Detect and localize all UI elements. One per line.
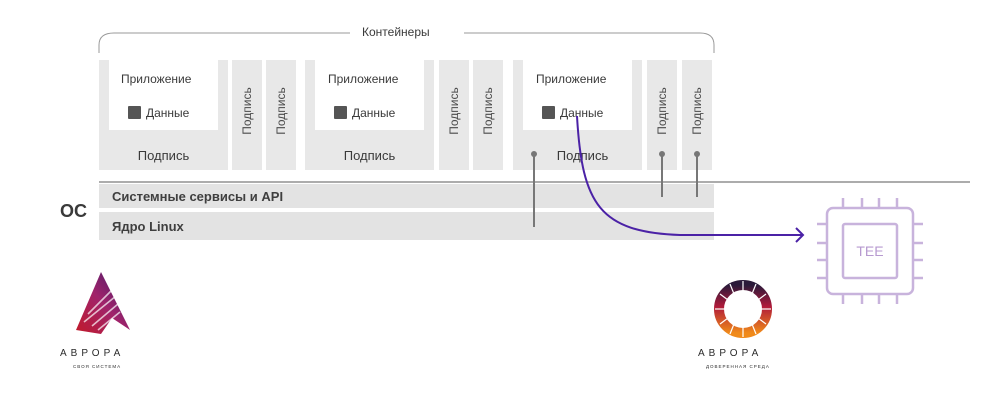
system-services-label: Системные сервисы и API [112,189,284,204]
tee-label: TEE [856,243,884,259]
aurora-wordmark: АВРОРА [698,348,763,359]
data-label: Данные [352,106,396,120]
side-signature-block [439,60,469,170]
os-label: ОС [60,201,87,221]
system-services-bar [99,184,714,208]
aurora-triangle-logo-icon [76,272,130,334]
app-area [315,60,424,130]
containers-label: Контейнеры [362,25,430,39]
tee-chip-icon [817,198,923,304]
app-label: Приложение [536,72,607,86]
signature-label: Подпись [137,148,190,163]
signature-label: Подпись [343,148,396,163]
app-area [109,60,218,130]
aurora-ring-logo-icon [714,280,772,338]
data-square-icon [334,106,347,119]
data-label: Данные [560,106,604,120]
linux-kernel-bar [99,212,714,240]
side-signature-block [473,60,503,170]
data-label: Данные [146,106,190,120]
data-item: Данные [334,106,395,120]
data-to-tee-arrow [576,115,803,236]
aurora-wordmark: АВРОРА [60,348,125,359]
aurora-tagline: своя система [73,364,122,369]
app-label: Приложение [328,72,399,86]
side-signature-block [266,60,296,170]
data-square-icon [128,106,141,119]
linux-kernel-label: Ядро Linux [112,219,184,234]
side-signature-block [232,60,262,170]
app-label: Приложение [121,72,192,86]
arrow-head-icon [795,227,805,243]
signature-label: Подпись [556,148,609,163]
aurora-tagline: доверенная среда [706,364,770,369]
data-square-icon [542,106,555,119]
data-item: Данные [128,106,189,120]
data-item: Данные [542,106,603,120]
